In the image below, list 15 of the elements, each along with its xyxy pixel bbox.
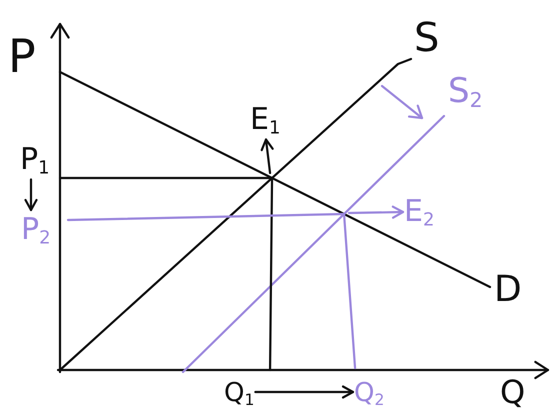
- arrow: [254, 385, 354, 399]
- arrow: [24, 178, 38, 212]
- axis-label: Q: [500, 376, 526, 408]
- arrow: [260, 138, 274, 174]
- curve-label: S: [414, 18, 440, 58]
- quantity-label: Q$_{2}$: [354, 377, 384, 410]
- curve-label: D: [494, 272, 522, 308]
- price-label: P$_{1}$: [20, 141, 50, 178]
- quantity-label: Q$_{1}$: [224, 377, 254, 410]
- equilibrium-label: E$_{2}$: [404, 193, 434, 230]
- price-label: P$_{2}$: [21, 211, 51, 248]
- equilibrium-label: E$_{1}$: [250, 101, 280, 138]
- arrow: [348, 206, 404, 219]
- axis-label: P: [8, 33, 36, 79]
- curve-label: S$_{2}$: [448, 70, 483, 112]
